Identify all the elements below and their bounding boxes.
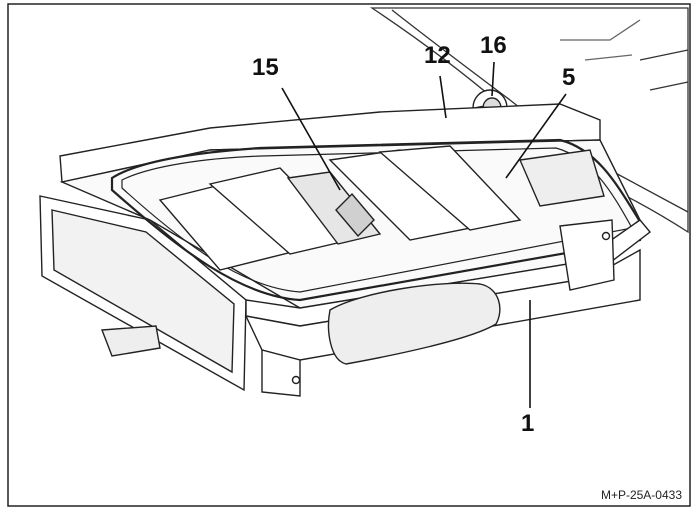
callout-12: 12	[424, 42, 451, 69]
leader-lines	[281, 61, 567, 408]
leader-line-15	[281, 87, 341, 191]
figure-code: M+P-25A-0433	[600, 488, 682, 502]
leader-line-5	[505, 93, 567, 179]
callout-1: 1	[521, 410, 535, 437]
tray-assembly	[39, 103, 652, 397]
callout-16: 16	[480, 32, 507, 59]
callout-15: 15	[252, 54, 279, 81]
leader-line-16	[491, 61, 495, 97]
leader-line-12	[439, 75, 447, 119]
callout-5: 5	[562, 64, 576, 91]
